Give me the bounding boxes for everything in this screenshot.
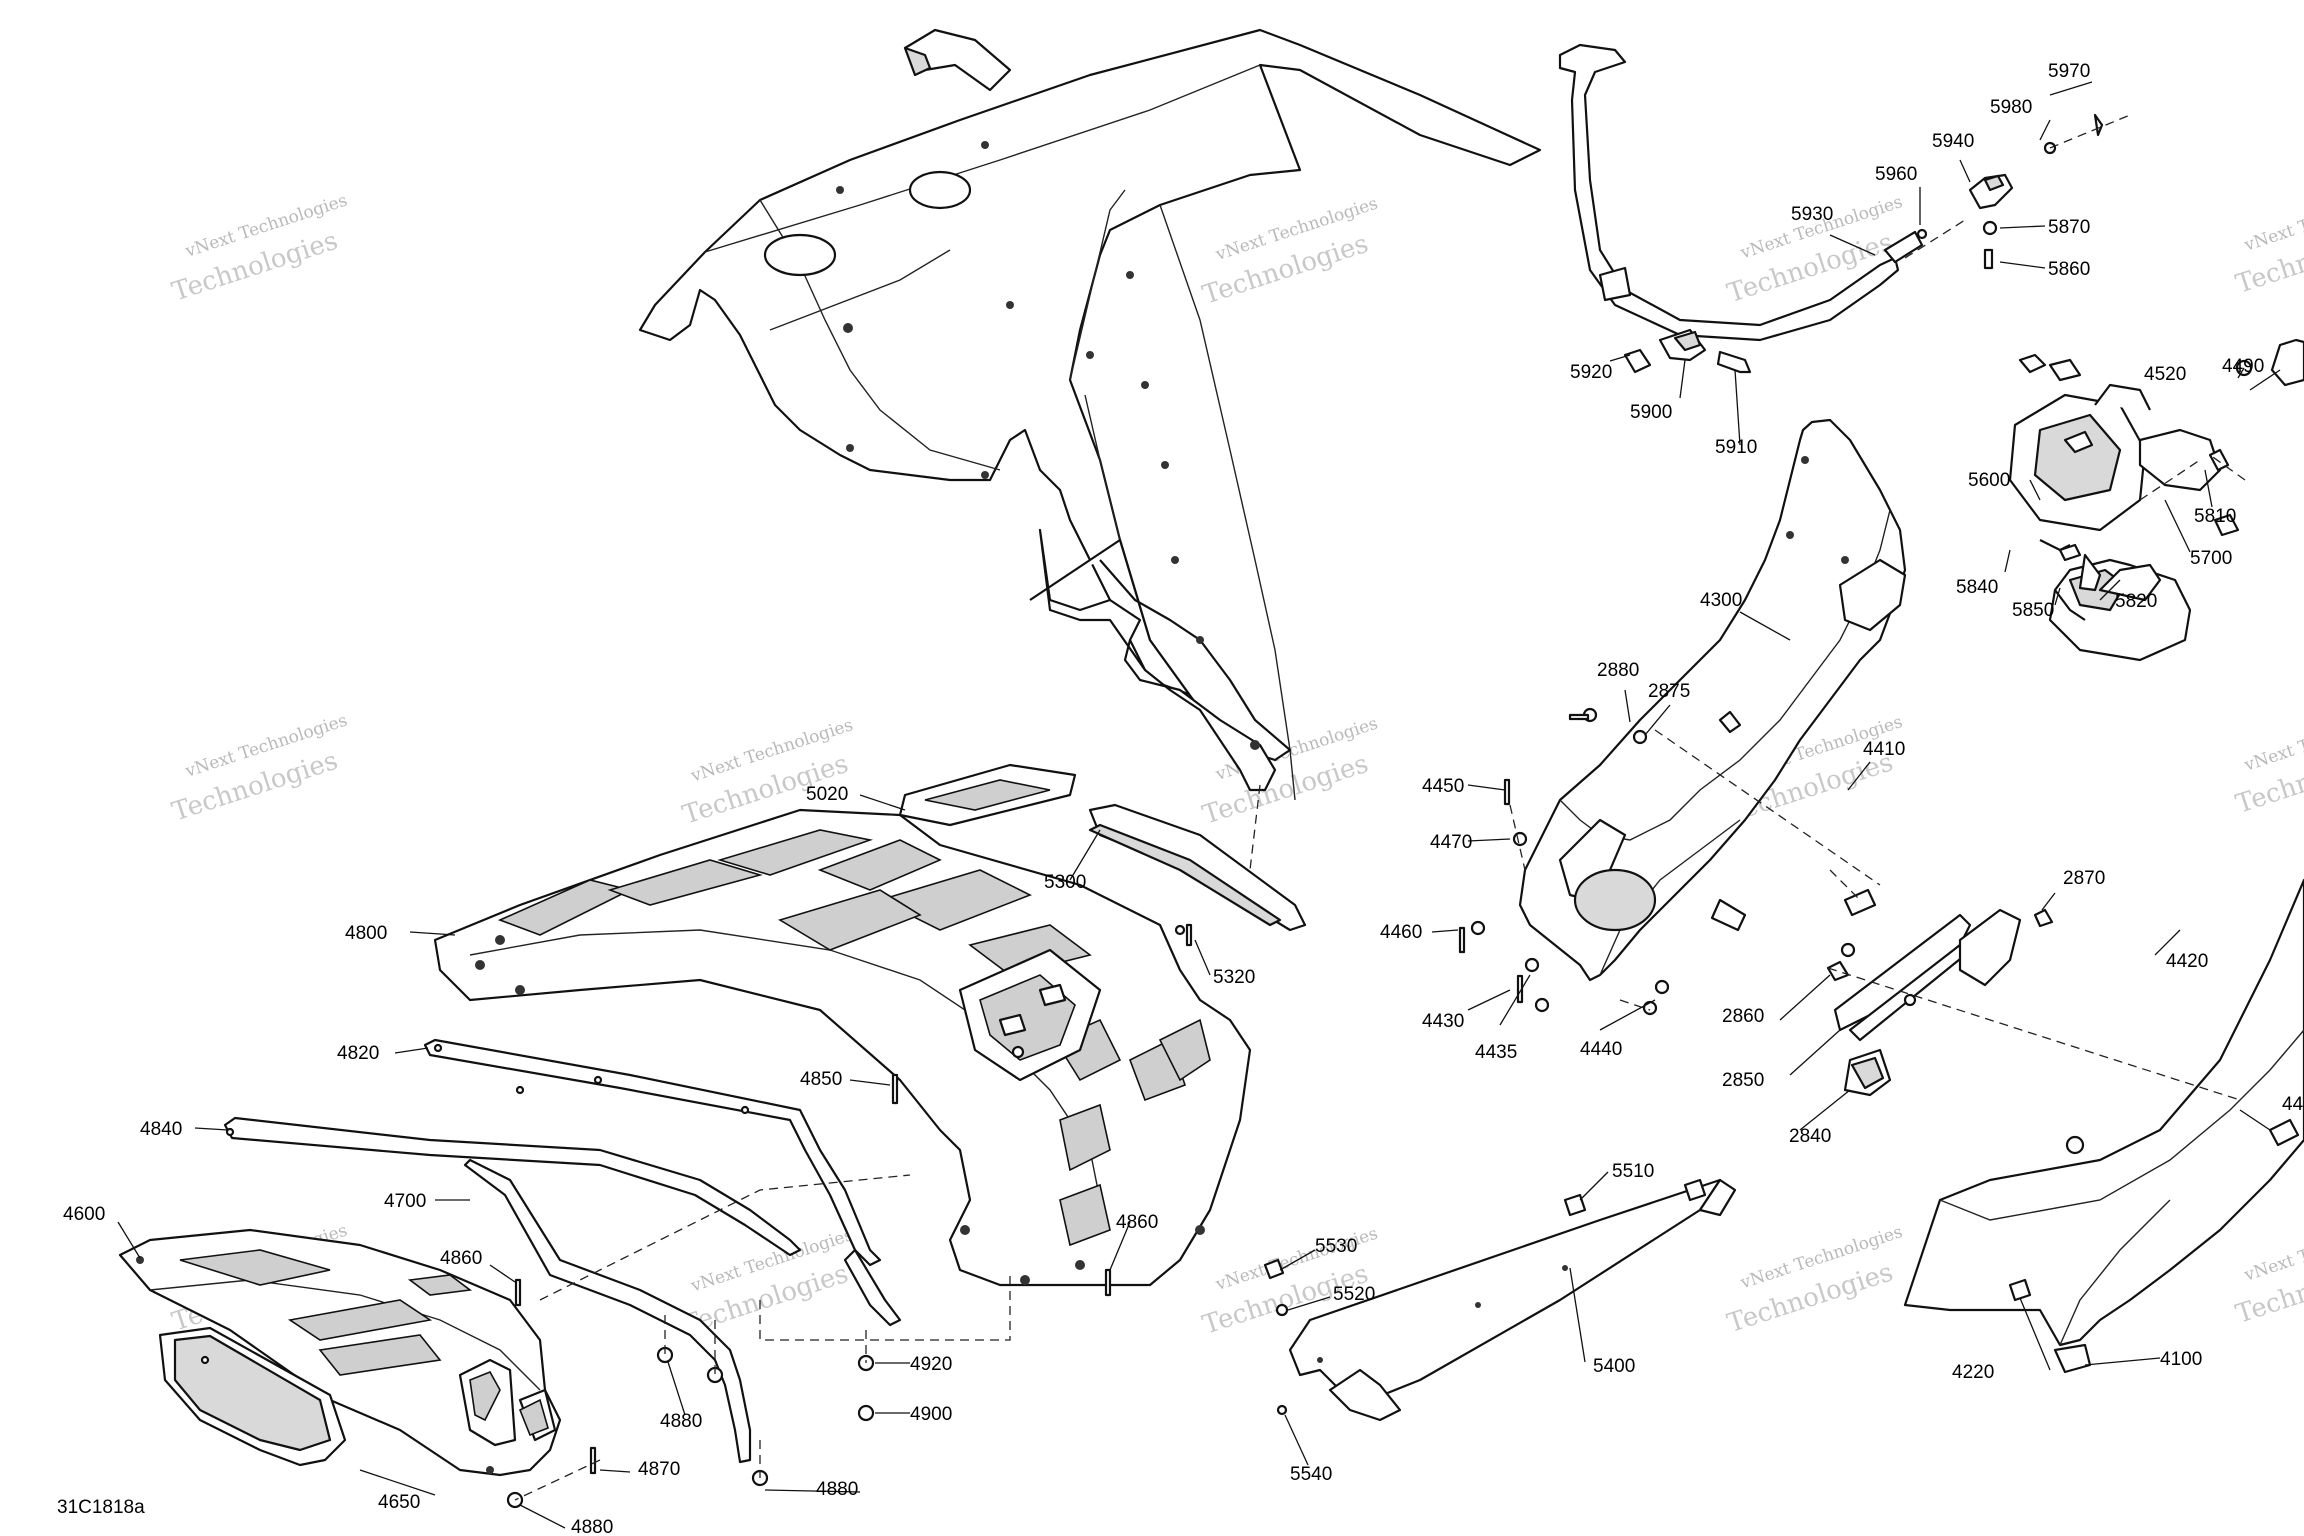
callout-label: 2840 xyxy=(1789,1126,1831,1147)
callout-label: 4820 xyxy=(337,1043,379,1064)
callout-label: 4900 xyxy=(910,1404,952,1425)
side-panel-4100 xyxy=(1903,878,2304,1374)
rear-panel-4600 xyxy=(118,1228,562,1477)
callout-label: 4300 xyxy=(1700,590,1742,611)
callout-label: 5920 xyxy=(1570,362,1612,383)
callout-label: 4840 xyxy=(140,1119,182,1140)
callout-label: 5900 xyxy=(1630,402,1672,423)
watermark-text: vNext Technologies xyxy=(2241,704,2304,776)
callout-label: 5970 xyxy=(2048,61,2090,82)
callout-label: 5940 xyxy=(1932,131,1974,152)
fasteners xyxy=(506,707,1670,1509)
callout-label: 2870 xyxy=(2063,868,2105,889)
callout-label: 5510 xyxy=(1612,1161,1654,1182)
callout-label: 5870 xyxy=(2048,217,2090,238)
callout-label: 4220 xyxy=(1952,1362,1994,1383)
callout-label: 2850 xyxy=(1722,1070,1764,1091)
callout-label: 5820 xyxy=(2115,591,2157,612)
callout-label: 5530 xyxy=(1315,1236,1357,1257)
callout-label: 5700 xyxy=(2190,548,2232,569)
callout-label: 4860 xyxy=(1116,1212,1158,1233)
callout-label: 5320 xyxy=(1213,967,1255,988)
side-panel-4300 xyxy=(1518,418,1907,982)
callout-label: 4435 xyxy=(1475,1042,1517,1063)
callout-label: 5980 xyxy=(1990,97,2032,118)
callout-label: 5840 xyxy=(1956,577,1998,598)
callout-label: 5860 xyxy=(2048,259,2090,280)
watermark-text: vNext Technologies xyxy=(2241,184,2304,256)
callout-label: 4880 xyxy=(571,1517,613,1536)
callout-label: 4490 xyxy=(2222,356,2264,377)
callout-label: 4800 xyxy=(345,923,387,944)
callout-label: 2860 xyxy=(1722,1006,1764,1027)
callout-label: 4430 xyxy=(1422,1011,1464,1032)
headlight-assembly xyxy=(2008,338,2304,662)
callout-label: 4420 xyxy=(2166,951,2208,972)
callout-label: 2875 xyxy=(1648,681,1690,702)
callout-label: 5910 xyxy=(1715,437,1757,458)
callout-label: 4100 xyxy=(2160,1349,2202,1370)
watermark-text: vNext Technologies xyxy=(2241,1214,2304,1286)
callout-label: 4410 xyxy=(1863,739,1905,760)
callout-label: 4700 xyxy=(384,1191,426,1212)
callout-label: 4860 xyxy=(440,1248,482,1269)
callout-label: 2880 xyxy=(1597,660,1639,681)
callout-label: 442 xyxy=(2282,1094,2304,1115)
callout-label: 4880 xyxy=(816,1479,858,1500)
fasteners-5500-series xyxy=(1263,1258,1289,1416)
assembly-lines xyxy=(514,114,2246,1501)
callout-label: 5960 xyxy=(1875,164,1917,185)
callout-label: 4920 xyxy=(910,1354,952,1375)
leader-lines xyxy=(117,81,2281,1529)
callout-label: 5540 xyxy=(1290,1464,1332,1485)
handle-bar-assembly xyxy=(1558,43,2104,374)
rack-rails xyxy=(223,1038,902,1464)
callout-label: 4450 xyxy=(1422,776,1464,797)
rear-rack-4800 xyxy=(433,763,1307,1287)
callout-label: 4870 xyxy=(638,1459,680,1480)
drawing-id: 31C1818a xyxy=(57,1497,145,1518)
callout-label: 5300 xyxy=(1044,872,1086,893)
callout-label: 5520 xyxy=(1333,1284,1375,1305)
front-fender-assembly xyxy=(638,28,1542,801)
callout-label: 4520 xyxy=(2144,364,2186,385)
callout-label: 4440 xyxy=(1580,1039,1622,1060)
callout-labels: 5970 5980 5940 5960 5930 5870 5860 5920 … xyxy=(63,61,2304,1536)
callout-label: 5600 xyxy=(1968,470,2010,491)
callout-label: 5400 xyxy=(1593,1356,1635,1377)
callout-label: 5850 xyxy=(2012,600,2054,621)
bracket-2850 xyxy=(1826,908,2054,1097)
callout-label: 4850 xyxy=(800,1069,842,1090)
callout-label: 5020 xyxy=(806,784,848,805)
callout-label: 4460 xyxy=(1380,922,1422,943)
bracket-5400 xyxy=(1288,1178,1737,1422)
callout-label: 4470 xyxy=(1430,832,1472,853)
callout-label: 5930 xyxy=(1791,204,1833,225)
callout-label: 4880 xyxy=(660,1411,702,1432)
callout-label: 4600 xyxy=(63,1204,105,1225)
callout-label: 5810 xyxy=(2194,506,2236,527)
callout-label: 4650 xyxy=(378,1492,420,1513)
